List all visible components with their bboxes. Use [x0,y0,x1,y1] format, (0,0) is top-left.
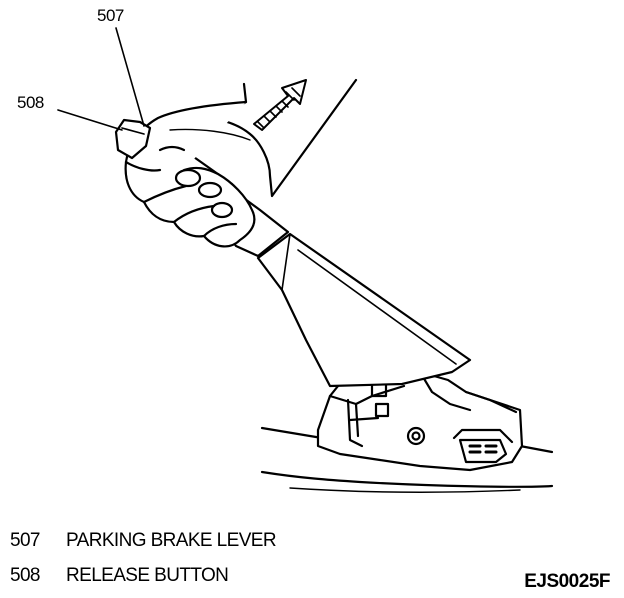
legend-number: 508 [10,565,41,586]
pull-up-direction-arrow [253,79,307,131]
callout-508: 508 [17,93,44,112]
legend-label: RELEASE BUTTON [66,565,229,586]
hand-illustration [124,78,358,248]
lever-cover [256,232,472,388]
legend-item: 508 RELEASE BUTTON [10,565,229,587]
release-button [114,118,152,160]
legend-number: 507 [10,530,41,551]
floor-lines [260,426,554,493]
figure-code: EJS0025F [524,571,610,592]
legend-item: 507 PARKING BRAKE LEVER [10,530,277,552]
callout-leader-lines [57,27,145,131]
callout-507: 507 [97,6,124,25]
legend-label: PARKING BRAKE LEVER [66,530,277,551]
